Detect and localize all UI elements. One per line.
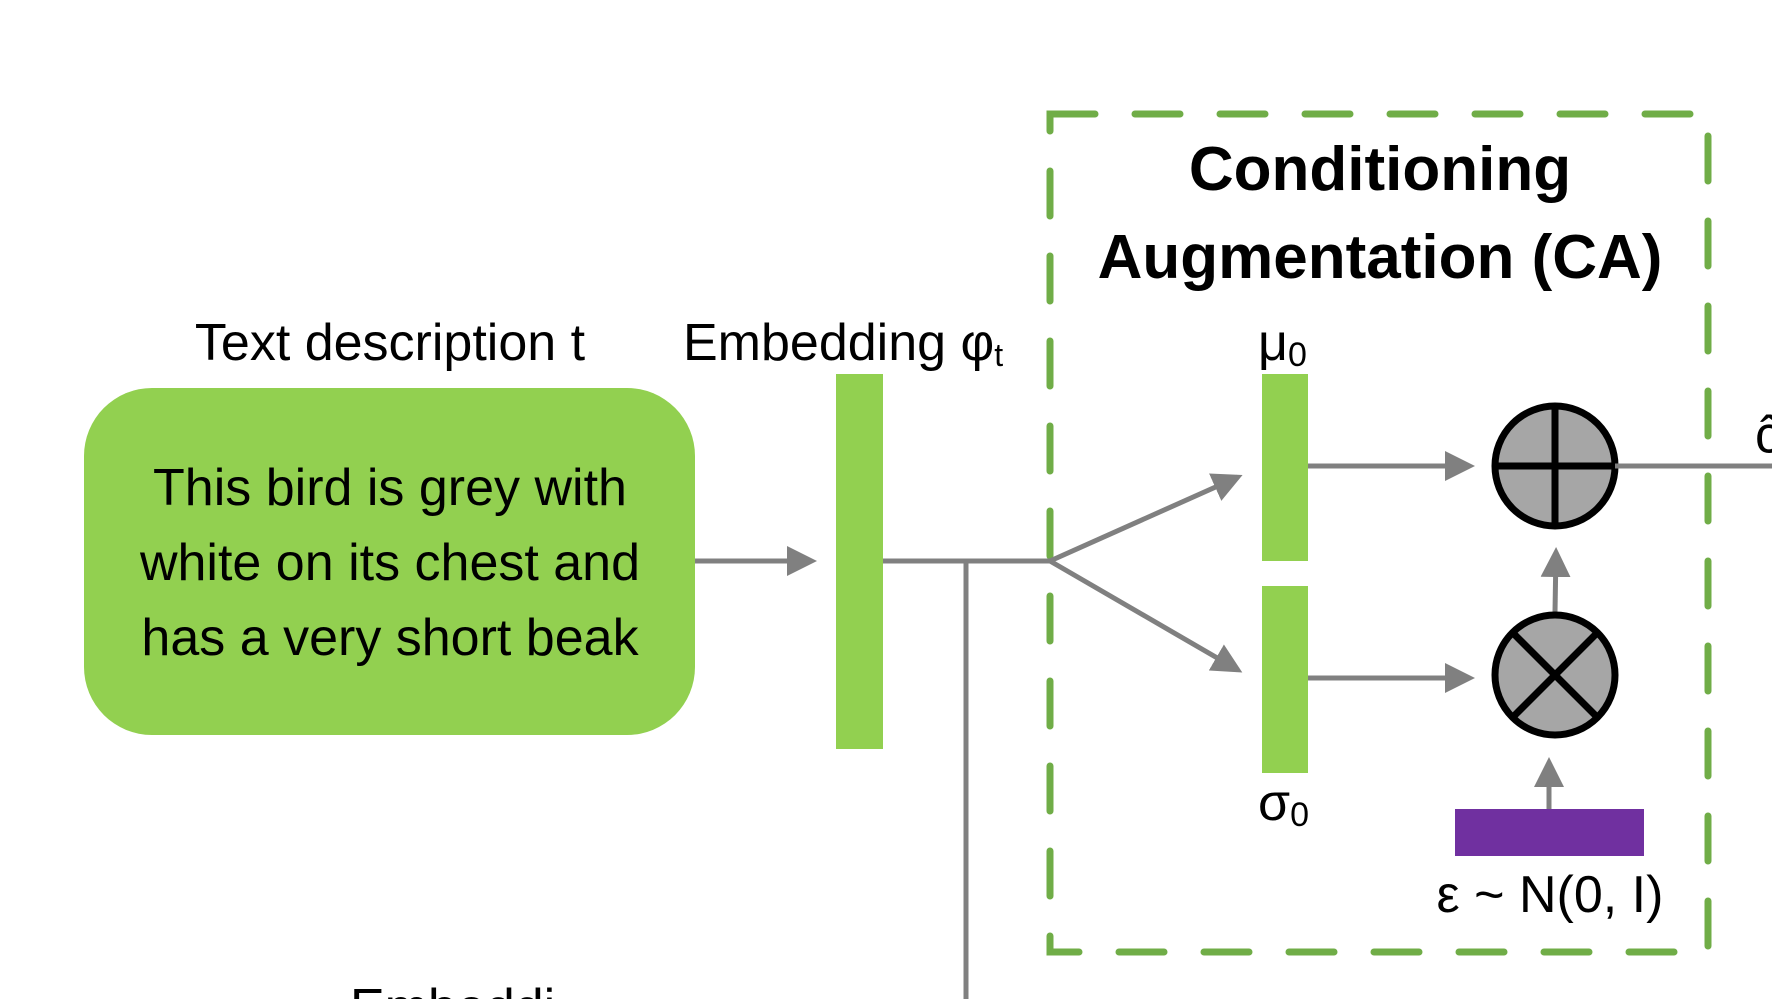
output-label: ĉ	[1755, 406, 1772, 464]
ca-title-line1: Conditioning	[1189, 135, 1571, 204]
text-description-line: has a very short beak	[141, 609, 639, 667]
text-description-label: Text description t	[195, 314, 586, 372]
arrow-to-sigma	[1048, 558, 1243, 673]
noise-label: ε ~ N(0, I)	[1437, 866, 1664, 924]
plus-operator-icon	[1491, 402, 1619, 530]
sigma-bar	[1262, 586, 1308, 773]
noise-bar	[1455, 809, 1644, 856]
mu-bar	[1262, 374, 1308, 561]
times-operator-icon	[1491, 611, 1619, 739]
ca-title-line2: Augmentation (CA)	[1098, 223, 1663, 292]
embedding-bar	[836, 374, 883, 749]
text-description-line: white on its chest and	[139, 534, 640, 592]
arrow-times-to-plus	[1540, 547, 1571, 613]
text-description-line: This bird is grey with	[153, 459, 627, 517]
text-description-box	[84, 388, 695, 735]
bottom-embedding-label: Embeddi	[350, 979, 555, 999]
embedding-label: Embedding φt	[683, 314, 1003, 373]
ca-dashed-box	[1046, 110, 1712, 956]
arrow-to-mu	[1048, 473, 1243, 564]
sigma-label: σ0	[1258, 774, 1309, 834]
mu-label: μ0	[1258, 314, 1307, 374]
